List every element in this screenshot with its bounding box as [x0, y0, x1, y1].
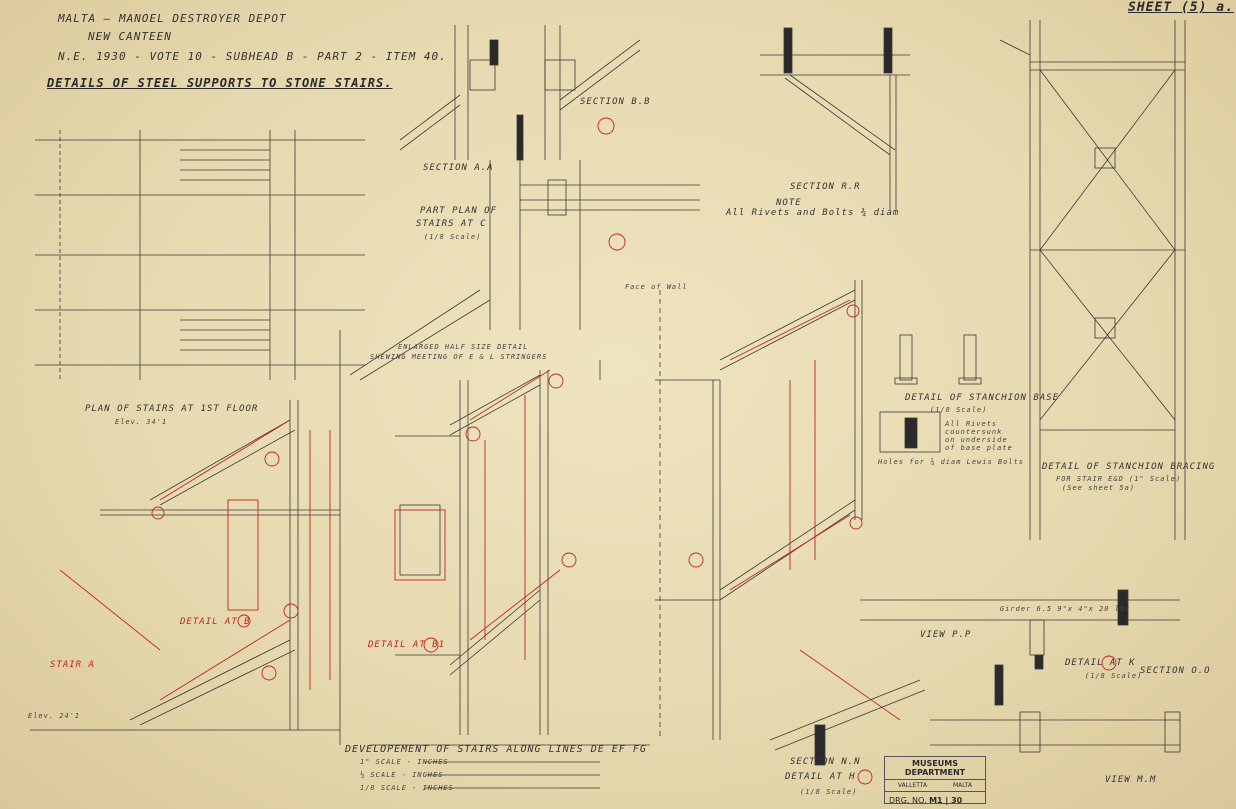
label-enlarged-1: ENLARGED HALF SIZE DETAIL	[398, 343, 529, 351]
label-section-nn: SECTION N.N	[790, 757, 861, 767]
label-bracing-2: FOR STAIR E&D (1" Scale)	[1056, 475, 1182, 483]
label-detail-k: DETAIL AT K	[1065, 658, 1136, 668]
part-plan-linework	[349, 160, 700, 381]
label-stair-a: STAIR A	[50, 660, 95, 670]
bottom-details-linework	[769, 589, 1181, 766]
title-line-4: DETAILS OF STEEL SUPPORTS TO STONE STAIR…	[47, 76, 393, 90]
lower-plan-linework	[30, 400, 340, 731]
label-elev-241: Elev. 24'1	[28, 712, 81, 720]
section-rr-linework	[760, 27, 910, 210]
label-part-plan-2: STAIRS AT C	[416, 219, 487, 229]
label-bracing-1: DETAIL OF STANCHION BRACING	[1042, 462, 1216, 472]
right-stair-linework	[655, 280, 863, 740]
label-section-oo: SECTION O.O	[1140, 666, 1211, 676]
label-view-mm: VIEW M.M	[1105, 775, 1157, 785]
label-stanchion-base-note: All Rivets countersunk on underside of b…	[945, 420, 1013, 452]
section-aa-bb-linework	[399, 25, 641, 161]
label-note-text: All Rivets and Bolts ¾ diam	[726, 208, 900, 218]
bracing-linework	[999, 20, 1186, 540]
sheet-number: SHEET (5) a.	[1128, 0, 1234, 15]
plan-linework	[35, 130, 365, 380]
label-face-of-wall: Face of Wall	[625, 283, 688, 291]
label-girder-note: Girder 6.5 9"x 4"x 20 lbs	[1000, 605, 1131, 613]
label-detail-stanchion-base: DETAIL OF STANCHION BASE	[905, 393, 1060, 403]
label-development: DEVELOPEMENT OF STAIRS ALONG LINES DE EF…	[345, 744, 647, 755]
stanchion-base-linework	[879, 334, 982, 453]
label-part-plan-scale: (1/8 Scale)	[424, 233, 482, 241]
label-plan-elev: Elev. 34'1	[115, 418, 168, 426]
development-linework	[339, 330, 650, 746]
label-detail-b1: DETAIL AT B1	[368, 640, 446, 650]
label-plan-stairs: PLAN OF STAIRS AT 1ST FLOOR	[85, 404, 259, 414]
stamp-city: VALLETTA	[897, 782, 928, 789]
label-section-bb: SECTION B.B	[580, 97, 651, 107]
label-detail-k-scale: (1/8 Scale)	[1085, 672, 1143, 680]
scale-caption-1: 1" SCALE - INCHES	[360, 758, 449, 766]
label-detail-h-scale: (1/8 Scale)	[800, 788, 858, 796]
label-note-title: NOTE	[776, 198, 802, 208]
label-part-plan-1: PART PLAN OF	[420, 206, 498, 216]
scale-bars	[425, 761, 600, 789]
red-annotation-linework	[59, 117, 1117, 785]
label-bracing-3: (See sheet 5a)	[1062, 484, 1136, 492]
title-line-2: NEW CANTEEN	[88, 30, 172, 43]
label-view-pp: VIEW P.P	[920, 630, 972, 640]
stamp-dept: MUSEUMS DEPARTMENT	[885, 757, 985, 780]
label-enlarged-2: SHEWING MEETING OF E & L STRINGERS	[370, 353, 548, 361]
museum-stamp: MUSEUMS DEPARTMENT VALLETTA MALTA DRG. N…	[884, 756, 986, 805]
label-stanchion-base-scale: (1/8 Scale)	[930, 406, 988, 414]
label-holes-note: Holes for ¾ diam Lewis Bolts	[878, 458, 1025, 466]
label-detail-b: DETAIL AT B	[180, 617, 251, 627]
stamp-country: MALTA	[952, 782, 973, 789]
title-line-3: N.E. 1930 - VOTE 10 - SUBHEAD B - PART 2…	[58, 50, 447, 63]
scale-caption-2: ½ SCALE - INCHES	[360, 771, 444, 779]
label-section-aa: SECTION A.A	[423, 163, 494, 173]
title-line-1: MALTA — MANOEL DESTROYER DEPOT	[58, 12, 287, 25]
stamp-drg-no: M1 | 30	[929, 796, 963, 805]
label-detail-h: DETAIL AT H	[785, 772, 856, 782]
label-section-rr: SECTION R.R	[790, 182, 861, 192]
stamp-drg-label: DRG. NO.	[889, 796, 927, 805]
scale-caption-3: 1/8 SCALE - INCHES	[360, 784, 454, 792]
